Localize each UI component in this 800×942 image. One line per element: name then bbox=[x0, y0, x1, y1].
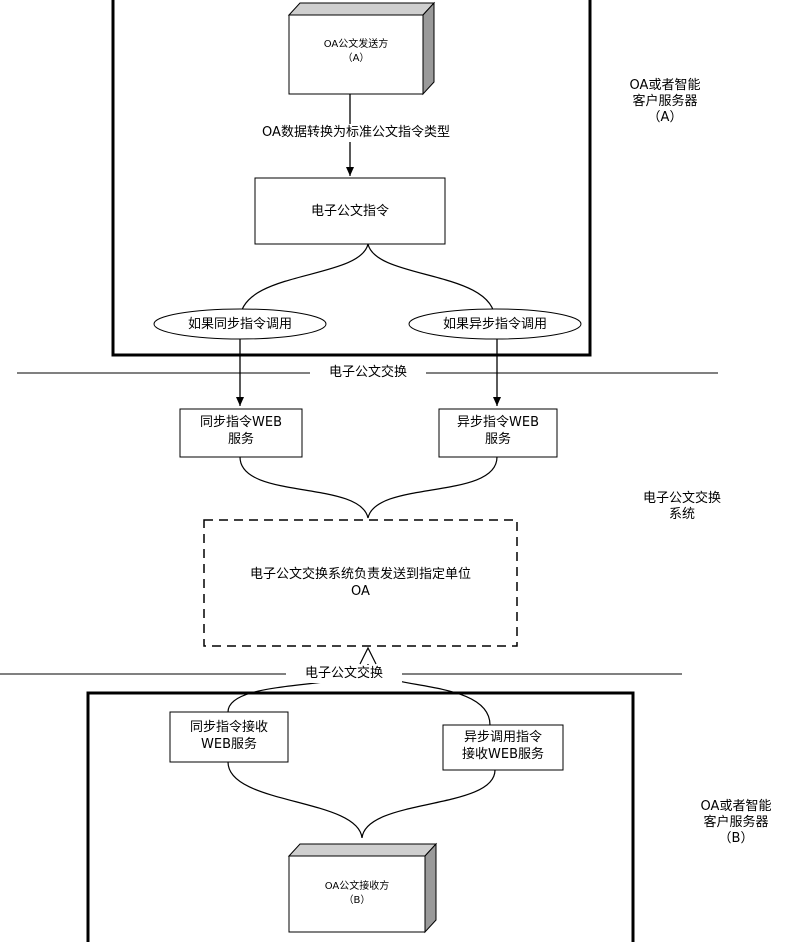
async-call-label: 如果异步指令调用 bbox=[442, 317, 547, 332]
server-b-line3: （B） bbox=[718, 831, 754, 846]
sender-cube bbox=[287, 1, 436, 96]
sync-web-line2: 服务 bbox=[227, 432, 254, 447]
system-side-label: 电子公文交换 系统 bbox=[622, 491, 742, 523]
instruction-box-label: 电子公文指令 bbox=[310, 204, 389, 219]
async-recv-line1: 异步调用指令 bbox=[463, 730, 542, 745]
async-web-box bbox=[438, 408, 558, 458]
caret-up bbox=[359, 646, 377, 665]
async-recv-line2: 接收WEB服务 bbox=[462, 747, 544, 762]
async-web-line2: 服务 bbox=[484, 432, 511, 447]
receiver-box-line1: OA公文接收方 bbox=[324, 881, 390, 892]
server-b-line1: OA或者智能 bbox=[700, 799, 772, 814]
sync-web-line1: 同步指令WEB bbox=[200, 415, 282, 430]
sync-web-label: 同步指令WEB 服务 bbox=[180, 414, 302, 448]
system-box-shape bbox=[203, 519, 518, 647]
sender-box-label: OA公文发送方 （A） bbox=[289, 38, 423, 66]
server-b-line2: 客户服务器 bbox=[703, 815, 769, 830]
sender-box-line2: （A） bbox=[342, 53, 370, 64]
system-box-line1: 电子公文交换系统负责发送到指定单位 bbox=[249, 567, 471, 582]
sync-recv-label: 同步指令接收 WEB服务 bbox=[170, 719, 288, 753]
server-a-line3: （A） bbox=[647, 110, 683, 125]
system-side-line2: 系统 bbox=[668, 507, 695, 522]
receiver-box-line2: （B） bbox=[343, 895, 371, 906]
brace-middle bbox=[239, 456, 498, 519]
brace-bottom bbox=[227, 761, 496, 839]
brace-top bbox=[239, 243, 496, 321]
async-web-line1: 异步指令WEB bbox=[457, 415, 539, 430]
async-call-ellipse bbox=[408, 308, 582, 340]
async-web-label: 异步指令WEB 服务 bbox=[439, 414, 557, 448]
exchange-label-bottom: 电子公文交换 bbox=[286, 665, 402, 683]
sync-recv-box bbox=[169, 711, 289, 763]
system-box-line2: OA bbox=[351, 584, 370, 599]
system-box-label: 电子公文交换系统负责发送到指定单位 OA bbox=[204, 566, 517, 600]
sync-call-label: 如果同步指令调用 bbox=[187, 317, 292, 332]
server-b-frame bbox=[86, 691, 635, 942]
convert-label: OA数据转换为标准公文指令类型 bbox=[218, 124, 494, 142]
brace-receive-top bbox=[227, 663, 491, 726]
async-recv-label: 异步调用指令 接收WEB服务 bbox=[443, 729, 563, 763]
receiver-box-label: OA公文接收方 （B） bbox=[289, 880, 425, 908]
server-a-frame bbox=[111, 0, 592, 357]
server-a-line2: 客户服务器 bbox=[632, 94, 698, 109]
sender-box-line1: OA公文发送方 bbox=[323, 39, 389, 50]
server-a-side-label: OA或者智能 客户服务器 （A） bbox=[605, 78, 725, 126]
async-recv-box bbox=[442, 724, 564, 771]
receiver-cube bbox=[287, 842, 438, 934]
server-a-line1: OA或者智能 bbox=[629, 78, 701, 93]
instruction-box-shape bbox=[254, 177, 446, 245]
sync-recv-line1: 同步指令接收 bbox=[189, 720, 268, 735]
server-b-side-label: OA或者智能 客户服务器 （B） bbox=[676, 799, 796, 847]
system-side-line1: 电子公文交换 bbox=[642, 491, 721, 506]
sync-recv-line2: WEB服务 bbox=[201, 737, 257, 752]
sync-web-box bbox=[179, 408, 303, 458]
exchange-label-top: 电子公文交换 bbox=[310, 364, 426, 382]
